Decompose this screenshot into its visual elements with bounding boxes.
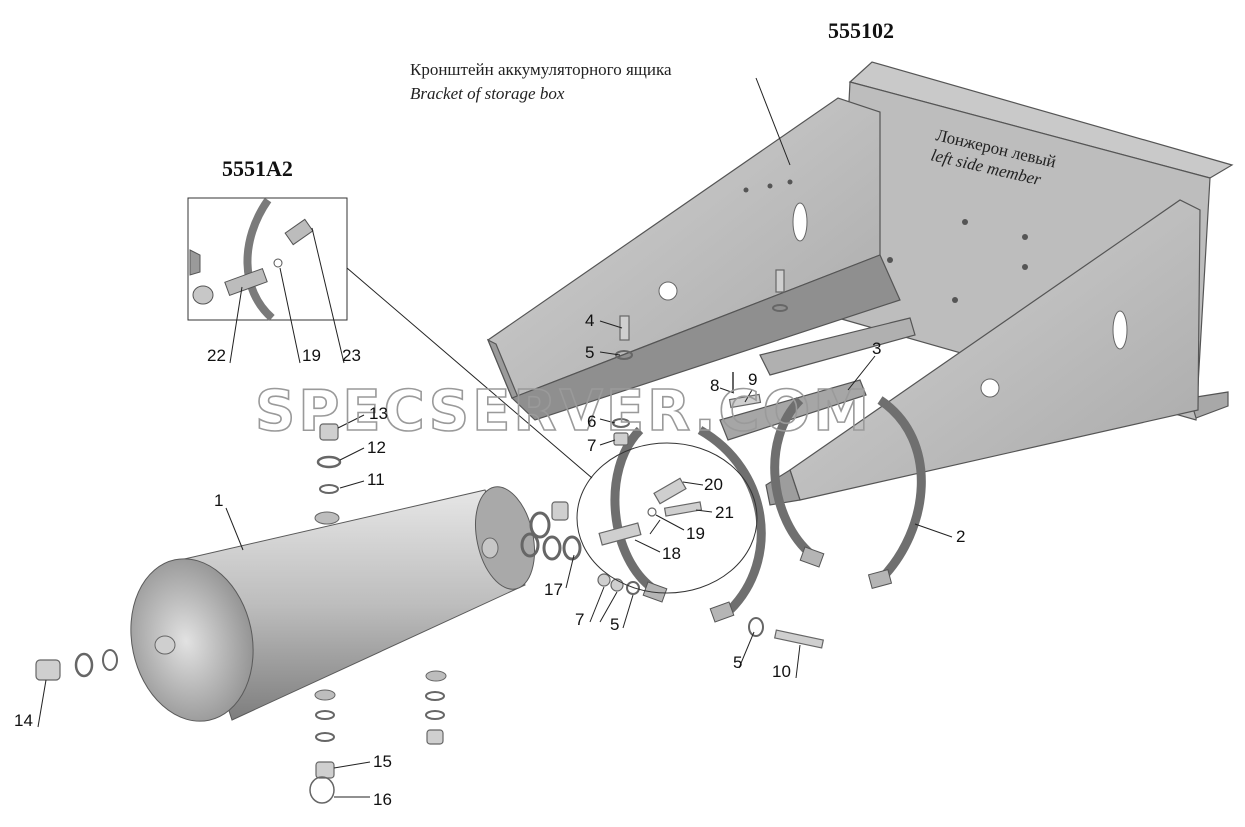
callout-5-top: 5 bbox=[585, 343, 594, 362]
callout-7-top: 7 bbox=[587, 436, 596, 455]
callout-11: 11 bbox=[367, 470, 385, 489]
callout-20: 20 bbox=[704, 475, 723, 494]
fittings bbox=[35, 269, 825, 804]
callout-9: 9 bbox=[748, 370, 757, 389]
leader-lines bbox=[37, 77, 953, 798]
callout-10: 10 bbox=[772, 662, 791, 681]
callout-4: 4 bbox=[585, 311, 594, 330]
callout-2: 2 bbox=[956, 527, 965, 546]
callout-13: 13 bbox=[369, 404, 388, 423]
bracket-label-ru: Кронштейн аккумуляторного ящика bbox=[410, 60, 672, 79]
callout-12: 12 bbox=[367, 438, 386, 457]
assembly-number-inset: 5551A2 bbox=[222, 156, 293, 181]
callout-19-diagram: 19 bbox=[686, 524, 705, 543]
callout-3: 3 bbox=[872, 339, 881, 358]
clamp-straps bbox=[610, 396, 926, 614]
callout-8: 8 bbox=[710, 376, 719, 395]
callout-19-inset: 19 bbox=[302, 346, 321, 365]
callout-15: 15 bbox=[373, 752, 392, 771]
strap-ends bbox=[642, 546, 893, 623]
callout-14: 14 bbox=[14, 711, 33, 730]
callout-5-bottom: 5 bbox=[733, 653, 742, 672]
callout-5-mid: 5 bbox=[610, 615, 619, 634]
storage-box-bracket bbox=[486, 97, 1201, 506]
detail-highlight bbox=[576, 442, 758, 594]
callout-16: 16 bbox=[373, 790, 392, 809]
bracket-label-en: Bracket of storage box bbox=[410, 84, 565, 103]
inset-connector bbox=[346, 267, 593, 479]
detail-inset bbox=[187, 197, 348, 322]
air-receiver-tank bbox=[130, 486, 535, 722]
assembly-number-main: 555102 bbox=[828, 18, 894, 43]
callout-17: 17 bbox=[544, 580, 563, 599]
callout-7-bottom: 7 bbox=[575, 610, 584, 629]
callout-21: 21 bbox=[715, 503, 734, 522]
callout-23: 23 bbox=[342, 346, 361, 365]
watermark: SPECSERVER.COM bbox=[255, 379, 872, 444]
callout-18: 18 bbox=[662, 544, 681, 563]
callout-6: 6 bbox=[587, 412, 596, 431]
callout-1: 1 bbox=[214, 491, 223, 510]
callout-numbers: 1 2 3 4 5 5 5 6 7 7 8 9 10 11 12 13 14 1… bbox=[14, 311, 965, 809]
callout-22: 22 bbox=[207, 346, 226, 365]
